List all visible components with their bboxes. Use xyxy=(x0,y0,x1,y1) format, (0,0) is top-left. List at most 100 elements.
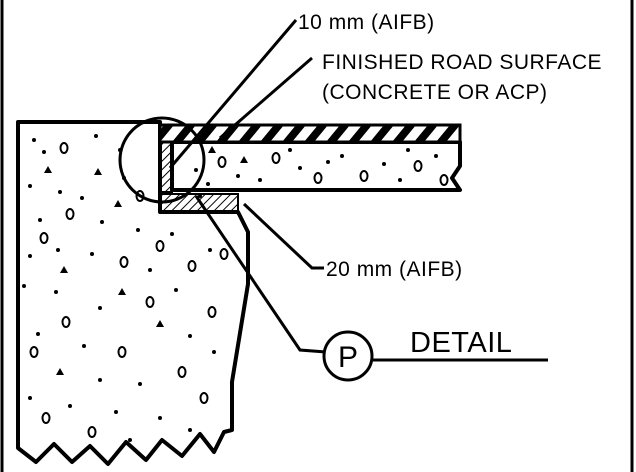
detail-marker-letter: P xyxy=(338,341,358,374)
aggregate-dot xyxy=(326,160,330,164)
aggregate-pebble xyxy=(177,366,187,378)
aggregate-dot xyxy=(382,162,386,166)
aggregate-stone xyxy=(156,320,164,327)
detail-title: DETAIL xyxy=(410,327,512,359)
aggregate-dot xyxy=(406,148,410,152)
aggregate-dot xyxy=(212,350,216,354)
surface-stripe xyxy=(326,125,350,142)
aggregate-pebble xyxy=(439,174,449,186)
aggregate-dot xyxy=(32,138,36,142)
aggregate-dot xyxy=(258,178,262,182)
label-joint-20mm: 20 mm (AIFB) xyxy=(326,258,463,281)
label-surface-material: (CONCRETE OR ACP) xyxy=(322,81,548,104)
surface-stripe xyxy=(194,125,218,142)
aggregate-dot xyxy=(398,178,402,182)
aggregate-dot xyxy=(194,168,198,172)
aggregate-pebble xyxy=(39,232,49,244)
aggregate-dot xyxy=(114,410,118,414)
aggregate-pebble xyxy=(199,392,209,404)
aggregate-pebble xyxy=(117,346,127,358)
aggregate-pebble xyxy=(155,240,165,252)
surface-stripe xyxy=(304,125,328,142)
surface-stripe xyxy=(238,125,262,142)
aggregate-stone xyxy=(44,166,52,173)
detail-marker: P DETAIL xyxy=(322,327,548,382)
aggregate-dot xyxy=(68,404,72,408)
aggregate-pebble xyxy=(119,256,129,268)
leader-joint-top xyxy=(168,19,298,169)
aggregate-pebble xyxy=(61,316,71,328)
surface-stripe xyxy=(370,125,394,142)
aggregate-pebble xyxy=(41,412,51,424)
aggregate-dot xyxy=(158,416,162,420)
aggregate-pebble xyxy=(207,306,217,318)
aggregate-pebble xyxy=(271,152,281,164)
aggregate-pebble xyxy=(413,160,423,172)
aggregate-dot xyxy=(148,268,152,272)
surface-stripe xyxy=(458,139,460,142)
concrete-aggregate-slab xyxy=(194,146,449,186)
aggregate-dot xyxy=(206,182,210,186)
aggregate-dot xyxy=(28,184,32,188)
aggregate-dot xyxy=(38,218,42,222)
aggregate-dot xyxy=(56,248,60,252)
aggregate-dot xyxy=(80,196,84,200)
aggregate-pebble xyxy=(59,142,69,154)
aggregate-pebble xyxy=(219,248,229,260)
aggregate-stone xyxy=(56,368,64,375)
aggregate-dot xyxy=(174,288,178,292)
surface-stripe xyxy=(282,125,306,142)
detail-callout-circle xyxy=(118,116,206,204)
surface-stripe xyxy=(260,125,284,142)
aggregate-pebble xyxy=(187,260,197,272)
aggregate-dot xyxy=(94,134,98,138)
aggregate-dot xyxy=(42,150,46,154)
aggregate-dot xyxy=(236,174,240,178)
label-joint-10mm: 10 mm (AIFB) xyxy=(298,11,435,34)
aggregate-dot xyxy=(98,378,102,382)
surface-stripe xyxy=(160,125,174,142)
aggregate-dot xyxy=(100,220,104,224)
aggregate-pebble xyxy=(217,156,227,168)
finished-road-surface-layer xyxy=(158,123,462,144)
aggregate-stone xyxy=(114,200,122,207)
aggregate-dot xyxy=(136,228,140,232)
aggregate-dot xyxy=(98,306,102,310)
aggregate-dot xyxy=(138,382,142,386)
aggregate-dot xyxy=(58,190,62,194)
aggregate-dot xyxy=(288,148,292,152)
aggregate-dot xyxy=(28,254,32,258)
aggregate-pebble xyxy=(135,190,145,202)
aggregate-pebble xyxy=(29,346,39,358)
aggregate-dot xyxy=(128,438,132,442)
aggregate-stone xyxy=(60,266,68,273)
label-finished-road-surface: FINISHED ROAD SURFACE xyxy=(322,51,602,74)
surface-stripe xyxy=(392,125,416,142)
aggregate-dot xyxy=(208,248,212,252)
aggregate-stone xyxy=(118,288,126,295)
aggregate-dot xyxy=(170,232,174,236)
aggregate-dot xyxy=(54,290,58,294)
aggregate-dot xyxy=(82,344,86,348)
aggregate-pebble xyxy=(145,296,155,308)
aggregate-dot xyxy=(434,154,438,158)
leader-surface xyxy=(219,56,313,140)
aggregate-dot xyxy=(36,332,40,336)
aggregate-dot xyxy=(28,396,32,400)
aggregate-dot xyxy=(90,252,94,256)
leader-detail xyxy=(194,195,327,354)
aggregate-dot xyxy=(188,428,192,432)
abutment-wall xyxy=(16,120,250,466)
aggregate-stone xyxy=(208,146,216,153)
leader-lines xyxy=(168,19,327,354)
surface-stripe xyxy=(414,125,438,142)
concrete-aggregate-wall xyxy=(22,134,229,442)
aggregate-dot xyxy=(188,334,192,338)
surface-stripe xyxy=(348,125,372,142)
aggregate-pebble xyxy=(359,170,369,182)
aggregate-dot xyxy=(22,284,26,288)
aggregate-dot xyxy=(340,154,344,158)
aggregate-pebble xyxy=(313,172,323,184)
